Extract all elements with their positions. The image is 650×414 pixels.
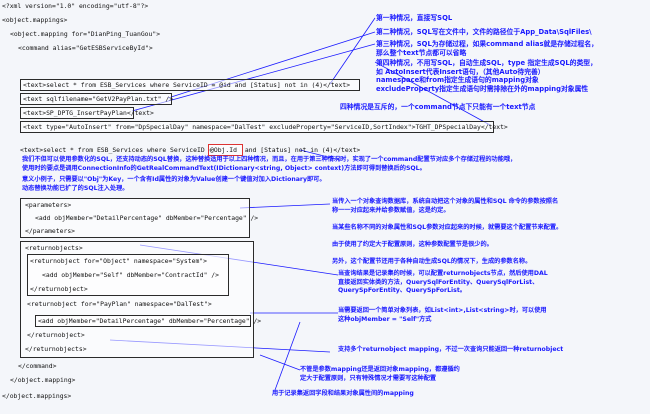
- command-close: </command>: [18, 362, 57, 370]
- note-field-mapping: 用于记录集返回字段和结果对象属性间的mapping: [272, 390, 414, 397]
- parameters-box: <parameters> <add objMember="DetailPerce…: [20, 198, 258, 238]
- text-box-sp: <text>SP_DPTG_InsertPayPlan</text>: [20, 107, 154, 119]
- returnobject-system-box: <returnobject for="Object" namespace="Sy…: [27, 254, 229, 296]
- returnobject-payplan-add-box: <add objMember="DetailPercentage" dbMemb…: [35, 315, 261, 327]
- note-case-2: 第二种情况，SQL写在文件中，文件的路径位于App_Data\SqlFiles\: [376, 28, 592, 36]
- returnobject-self-add: <add objMember="Self" dbMember="Contract…: [42, 271, 219, 279]
- xml-declaration: <?xml version="1.0" encoding="utf-8"?>: [2, 2, 149, 10]
- note-parameters: 当传入一个对象查询数据库，系统自动把这个对象的属性和SQL 命令的参数按照名 称…: [332, 198, 563, 266]
- note-case-1: 第一种情况，直接写SQL: [376, 14, 453, 22]
- note-case-3: 第三种情况，SQL为存储过程，如果command alias就是存储过程名， 那…: [376, 40, 598, 57]
- object-mappings-open: <object.mappings>: [2, 16, 68, 24]
- text-sp: <text>SP_DPTG_InsertPayPlan</text>: [23, 109, 154, 117]
- note-convention: 不管是参数mapping还是返回对象mapping，都遵循约 定大于配置原则，只…: [300, 366, 460, 382]
- text-box-autoinsert: <text type="AutoInsert" from="DpSpecialD…: [20, 121, 508, 133]
- note-multiple-returnobject: 支持多个returnobject mapping，不过一次查询只能返回一种ret…: [338, 346, 564, 353]
- returnobject-payplan-open: <returnobject for="PayPlan" namespace="D…: [27, 300, 212, 308]
- note-dynamic-sql: 我们不但可以使用参数化的SQL，还支持动态的SQL替换，这种替换适用于以上四种情…: [22, 156, 517, 172]
- object-mappings-close: </object.mappings>: [2, 392, 72, 400]
- obj-id-highlight: @Obj.Id: [208, 144, 243, 156]
- note-returnobjects: 当查询结果是记录集的时候，可以配置returnobjects节点，然后使用DAL…: [338, 270, 548, 295]
- returnobject-payplan-add: <add objMember="DetailPercentage" dbMemb…: [38, 317, 262, 325]
- object-mapping-open: <object.mapping for="DianPing_TuanGou">: [10, 30, 161, 38]
- object-mapping-close: </object.mapping>: [10, 376, 76, 384]
- text-dynamic-prefix: <text>select * from ESB_Services where S…: [20, 146, 217, 154]
- obj-id-token: @Obj.Id: [210, 146, 237, 154]
- returnobject-system-close: </returnobject>: [30, 285, 88, 293]
- parameters-close: </parameters>: [25, 227, 76, 235]
- text-box-sql: <text>select * from ESB_Services where S…: [20, 79, 360, 91]
- returnobjects-box: <returnobjects> <returnobject for="Objec…: [20, 241, 261, 358]
- note-self-list: 当需要返回一个简单对象列表，如List<int>,List<string>时，可…: [338, 307, 547, 323]
- returnobjects-open: <returnobjects>: [25, 244, 83, 252]
- text-box-sqlfile: <text sqlfilename="GetV2PayPlan.txt" />: [20, 93, 174, 105]
- command-open: <command alias="GetESBServiceById">: [18, 44, 153, 52]
- returnobject-system-open: <returnobject for="Object" namespace="Sy…: [30, 257, 207, 265]
- returnobject-payplan-close: </returnobject>: [27, 331, 85, 339]
- parameters-open: <parameters>: [25, 201, 72, 209]
- text-dynamic-suffix: and [Status] not in (4)</text>: [241, 146, 361, 154]
- parameter-add: <add objMember="DetailPercentage" dbMemb…: [35, 214, 259, 222]
- note-example: 意义小例子，只需要以"Obj"为Key，一个含有Id属性的对象为Value创建一…: [22, 176, 326, 192]
- text-sqlfile: <text sqlfilename="GetV2PayPlan.txt" />: [23, 95, 174, 103]
- note-mutually-exclusive: 四种情况是互斥的，一个command节点下只能有一个text节点: [340, 103, 536, 111]
- returnobjects-close: </returnobjects>: [25, 345, 87, 353]
- note-case-4: 第四种情况，不用写SQL，自动生成SQL，type 指定生成SQL的类型， 如 …: [376, 59, 597, 93]
- text-autoinsert: <text type="AutoInsert" from="DpSpecialD…: [23, 123, 508, 131]
- text-sql: <text>select * from ESB_Services where S…: [23, 81, 351, 89]
